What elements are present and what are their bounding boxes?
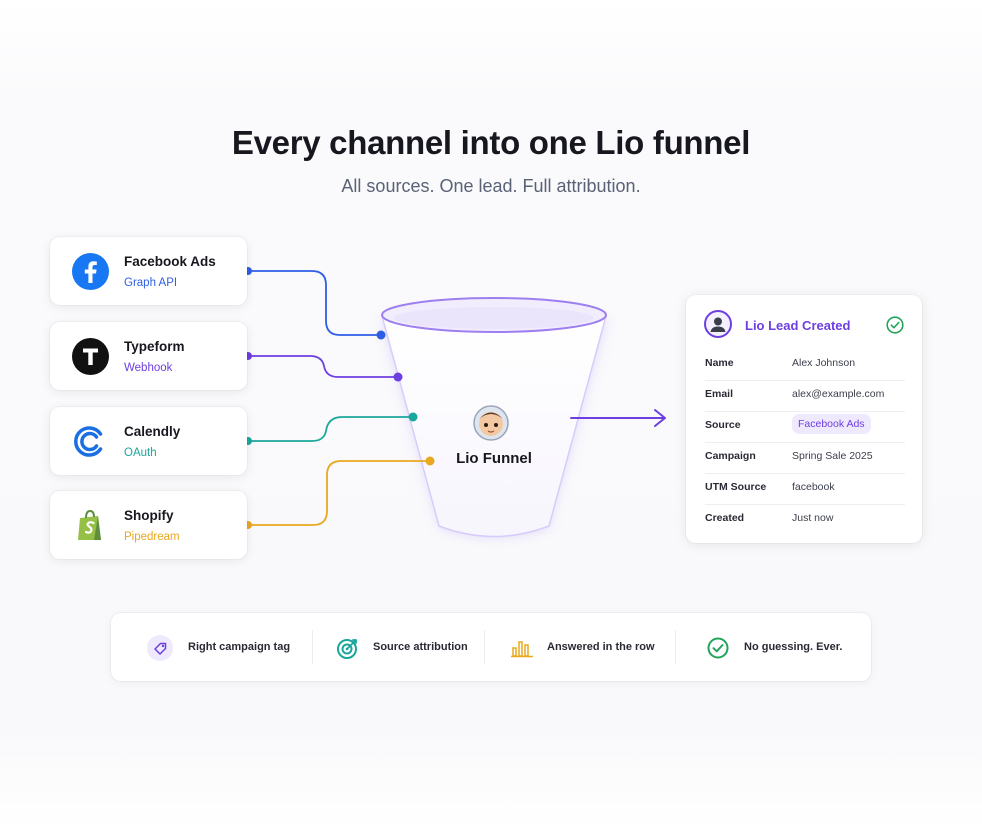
lead-title: Lio Lead Created	[745, 318, 851, 333]
lead-value: Spring Sale 2025	[792, 450, 873, 462]
lead-key: Name	[705, 357, 734, 369]
lead-key: Created	[705, 512, 745, 524]
divider	[484, 630, 485, 664]
lead-key: Source	[705, 419, 741, 431]
lead-row-name: Name Alex Johnson	[705, 349, 905, 381]
tag-icon	[147, 635, 173, 661]
source-card-shopify[interactable]: Shopify Pipedream	[50, 491, 247, 559]
lead-card: Lio Lead Created Name Alex Johnson Email…	[686, 295, 922, 543]
feature-label: Right campaign tag	[188, 641, 291, 653]
connector-facebook	[248, 270, 381, 336]
source-method: Graph API	[124, 277, 178, 289]
source-method: Pipedream	[124, 531, 180, 543]
lead-key: Campaign	[705, 450, 756, 462]
check-circle-icon	[707, 637, 729, 659]
facebook-icon	[72, 253, 109, 290]
source-card-facebook[interactable]: Facebook Ads Graph API	[50, 237, 247, 305]
lead-row-source: Source Facebook Ads	[705, 411, 905, 443]
source-method: Webhook	[124, 362, 173, 374]
bar-chart-icon	[511, 641, 533, 658]
output-arrow	[570, 409, 666, 427]
connector-shopify	[248, 460, 430, 526]
lead-value: Just now	[792, 512, 834, 524]
user-avatar-icon	[704, 310, 732, 338]
astronaut-icon	[473, 405, 509, 441]
connector-typeform	[248, 355, 398, 378]
source-name: Calendly	[124, 424, 181, 439]
feature-label: Answered in the row	[547, 641, 655, 653]
lead-key: Email	[705, 388, 734, 400]
lead-key: UTM Source	[705, 481, 767, 493]
page-title: Every channel into one Lio funnel	[231, 124, 751, 161]
source-name: Typeform	[124, 339, 185, 354]
lead-row-email: Email alex@example.com	[705, 380, 905, 412]
typeform-icon	[72, 338, 109, 375]
source-method: OAuth	[124, 447, 157, 459]
check-circle-icon	[886, 316, 904, 334]
lead-value: alex@example.com	[792, 388, 885, 400]
shopify-icon	[78, 509, 101, 540]
target-icon	[337, 639, 357, 659]
source-badge: Facebook Ads	[792, 414, 871, 434]
page-subtitle: All sources. One lead. Full attribution.	[341, 176, 641, 196]
calendly-icon	[74, 426, 103, 457]
source-card-calendly[interactable]: Calendly OAuth	[50, 407, 247, 475]
lead-row-created: Created Just now	[705, 504, 905, 535]
connector-calendly	[248, 416, 413, 442]
source-name: Facebook Ads	[124, 254, 216, 269]
lead-value: facebook	[792, 481, 835, 493]
divider	[312, 630, 313, 664]
funnel-label: Lio Funnel	[456, 450, 532, 467]
feature-label: Source attribution	[373, 641, 468, 653]
source-name: Shopify	[124, 508, 174, 523]
feature-label: No guessing. Ever.	[744, 641, 843, 653]
lead-row-campaign: Campaign Spring Sale 2025	[705, 442, 905, 474]
lead-row-utm-source: UTM Source facebook	[705, 473, 905, 505]
lead-value: Alex Johnson	[792, 357, 856, 369]
feature-bar: Right campaign tag Source attribution An…	[111, 613, 871, 681]
divider	[675, 630, 676, 664]
source-card-typeform[interactable]: Typeform Webhook	[50, 322, 247, 390]
